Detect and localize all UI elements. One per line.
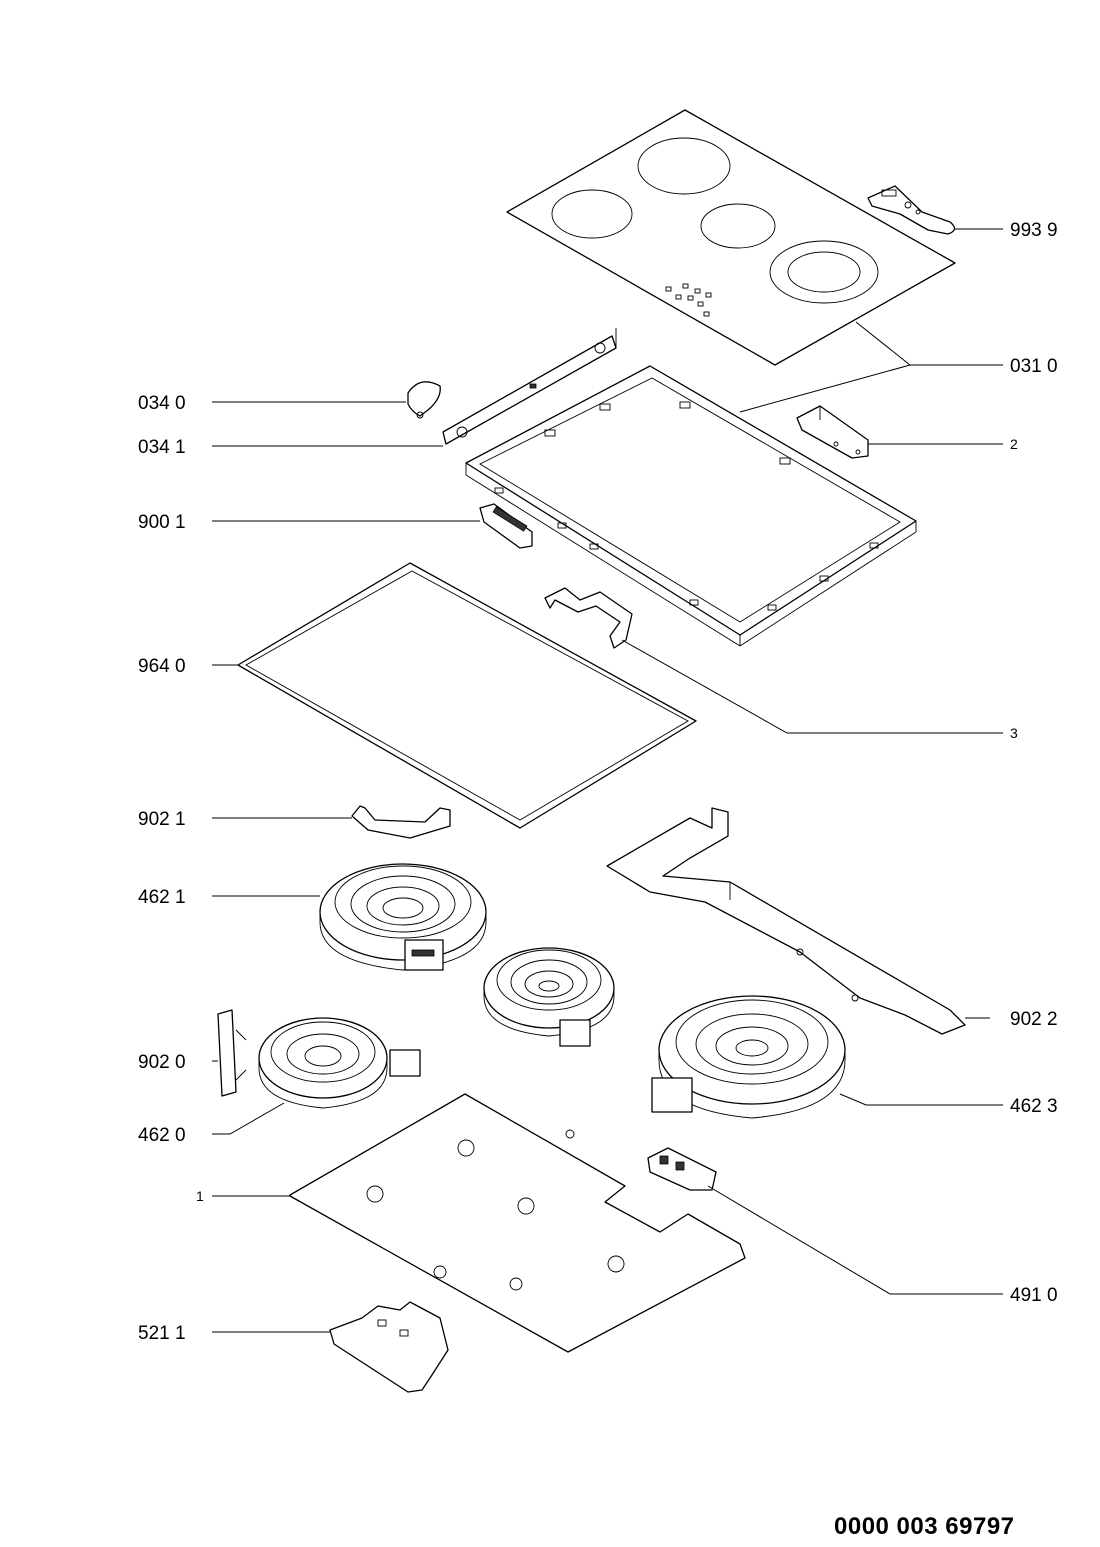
heater-middle (483, 947, 615, 1047)
gasket-part-9640 (237, 562, 697, 829)
long-bracket-part-9022 (606, 807, 966, 1035)
cable-bracket-part-3 (544, 587, 633, 649)
support-part-9021 (351, 805, 451, 839)
bracket-part-2 (796, 405, 869, 459)
control-module-part-5211 (329, 1301, 449, 1393)
heater-part-4620 (258, 1017, 421, 1109)
label-9939: 993 9 (1010, 220, 1058, 241)
label-2: 2 (1010, 436, 1018, 452)
clip-part-9939 (867, 185, 956, 235)
label-0310: 031 0 (1010, 356, 1058, 377)
leader-lines (212, 228, 1003, 1333)
heater-part-4623 (651, 995, 846, 1119)
label-9022: 902 2 (1010, 1009, 1058, 1030)
hinge-part-9001 (479, 503, 533, 549)
label-4910: 491 0 (1010, 1285, 1058, 1306)
connector-part-4910 (647, 1147, 717, 1191)
label-9021: 902 1 (138, 809, 186, 830)
glass-ceramic-top (506, 109, 956, 366)
bracket-part-9020 (217, 1009, 247, 1097)
label-0341: 034 1 (138, 437, 186, 458)
part-labels: 993 9 031 0 034 0 034 1 2 900 1 964 0 3 … (138, 220, 1058, 1344)
touch-control-symbols (665, 283, 712, 317)
label-5211: 521 1 (138, 1323, 186, 1344)
clamp-part-0340 (407, 381, 441, 419)
label-4623: 462 3 (1010, 1096, 1058, 1117)
label-9640: 964 0 (138, 656, 186, 677)
base-plate-part-1 (289, 1093, 746, 1353)
label-1: 1 (196, 1188, 204, 1204)
rail-part-0341 (442, 328, 617, 445)
hob-frame (465, 365, 917, 647)
heater-part-4621 (319, 863, 487, 971)
label-3: 3 (1010, 725, 1018, 741)
label-9020: 902 0 (138, 1052, 186, 1073)
label-9001: 900 1 (138, 512, 186, 533)
document-number: 0000 003 69797 (834, 1513, 1015, 1540)
label-4621: 462 1 (138, 887, 186, 908)
label-4620: 462 0 (138, 1125, 186, 1146)
label-0340: 034 0 (138, 393, 186, 414)
